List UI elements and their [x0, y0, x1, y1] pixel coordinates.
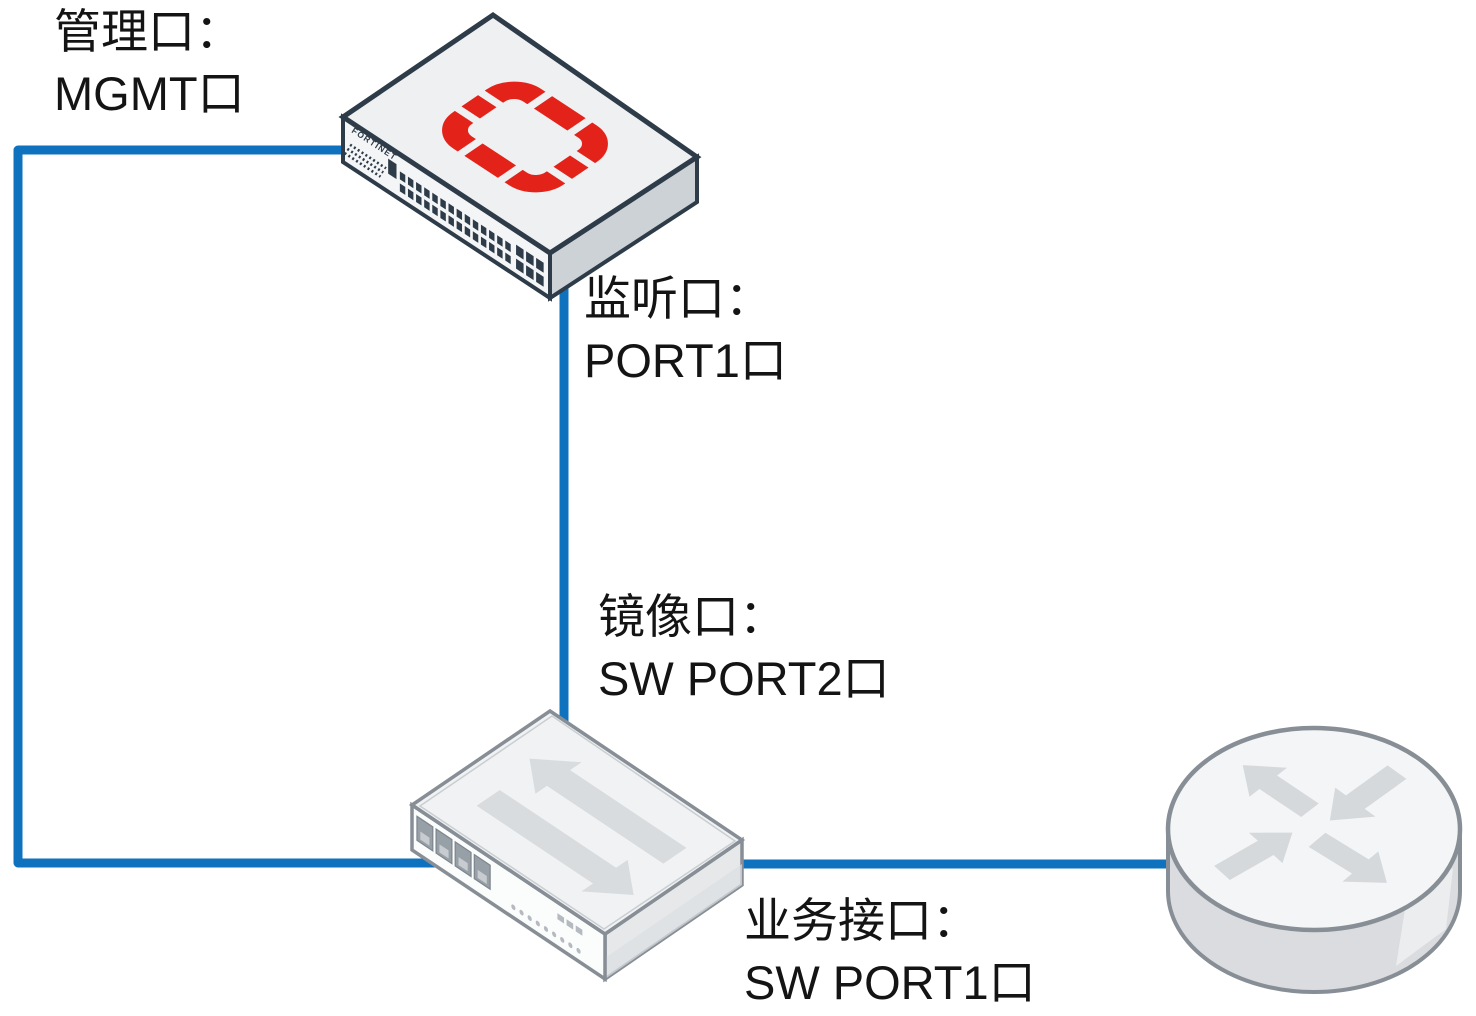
label-listen-line1: 监听口： [584, 272, 772, 325]
firewall-top-face [338, 11, 702, 256]
switch-top-bevel [418, 715, 737, 930]
label-mirror-line1: 镜像口： [598, 590, 786, 643]
router-body-highlight [1396, 868, 1453, 966]
fortinet-logo-icon [442, 81, 608, 193]
switch-top-face [408, 708, 746, 937]
switch-led-row [511, 904, 583, 954]
switch-right-face-shade [605, 864, 742, 979]
label-mirror-line2: SW PORT2口 [598, 652, 890, 705]
label-mirror-port: 镜像口： SW PORT2口 [598, 586, 890, 710]
label-service-port: 业务接口： SW PORT1口 [744, 890, 1036, 1014]
link-mgmt-line [13, 145, 450, 868]
label-service-line1: 业务接口： [744, 894, 979, 947]
router-device [1165, 725, 1463, 994]
switch-arrows-icon [476, 758, 687, 896]
switch-port-row [416, 815, 583, 954]
label-mgmt-line1: 管理口： [54, 5, 242, 58]
label-mgmt-line2: MGMT口 [54, 67, 245, 120]
switch-device [408, 708, 746, 983]
label-listen-port: 监听口： PORT1口 [584, 268, 787, 392]
label-mgmt-port: 管理口： MGMT口 [54, 1, 245, 125]
label-service-line2: SW PORT1口 [744, 956, 1036, 1009]
switch-rj45-ports [416, 815, 491, 891]
firewall-device: FORTINET [338, 11, 702, 302]
firewall-port-row [388, 158, 544, 287]
firewall-uplink-ports [516, 244, 544, 287]
router-top-face [1165, 725, 1463, 933]
label-listen-line2: PORT1口 [584, 334, 787, 387]
